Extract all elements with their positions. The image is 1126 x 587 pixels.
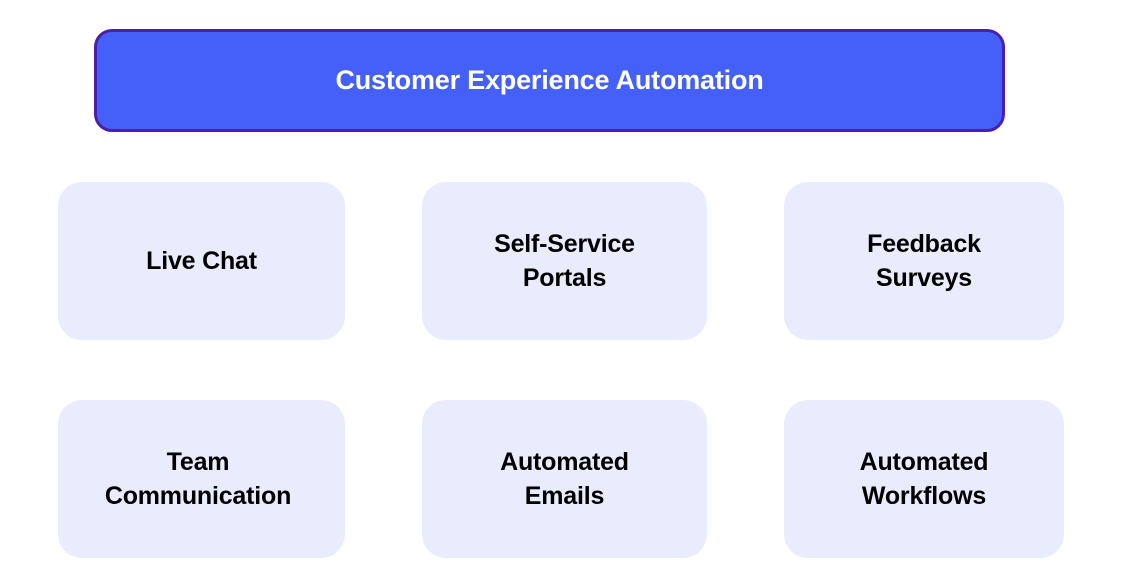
child-node-label: Automated Emails — [500, 448, 629, 510]
child-node-feedback-surveys[interactable]: Feedback Surveys — [784, 182, 1064, 340]
child-node-label: Self-Service Portals — [494, 230, 635, 292]
child-node-grid: Live Chat Self-Service Portals Feedback … — [58, 182, 1065, 562]
child-node-label: Automated Workflows — [859, 448, 989, 510]
child-node-label: Feedback Surveys — [867, 230, 981, 292]
child-node-label: Live Chat — [146, 247, 257, 275]
root-node-customer-experience-automation[interactable]: Customer Experience Automation — [94, 29, 1005, 132]
child-node-automated-emails[interactable]: Automated Emails — [422, 400, 707, 558]
child-node-label: Team Communication — [104, 448, 292, 510]
child-node-self-service-portals[interactable]: Self-Service Portals — [422, 182, 707, 340]
child-node-team-communication[interactable]: Team Communication — [58, 400, 345, 558]
root-node-label: Customer Experience Automation — [335, 65, 764, 96]
child-node-automated-workflows[interactable]: Automated Workflows — [784, 400, 1064, 558]
child-node-live-chat[interactable]: Live Chat — [58, 182, 345, 340]
